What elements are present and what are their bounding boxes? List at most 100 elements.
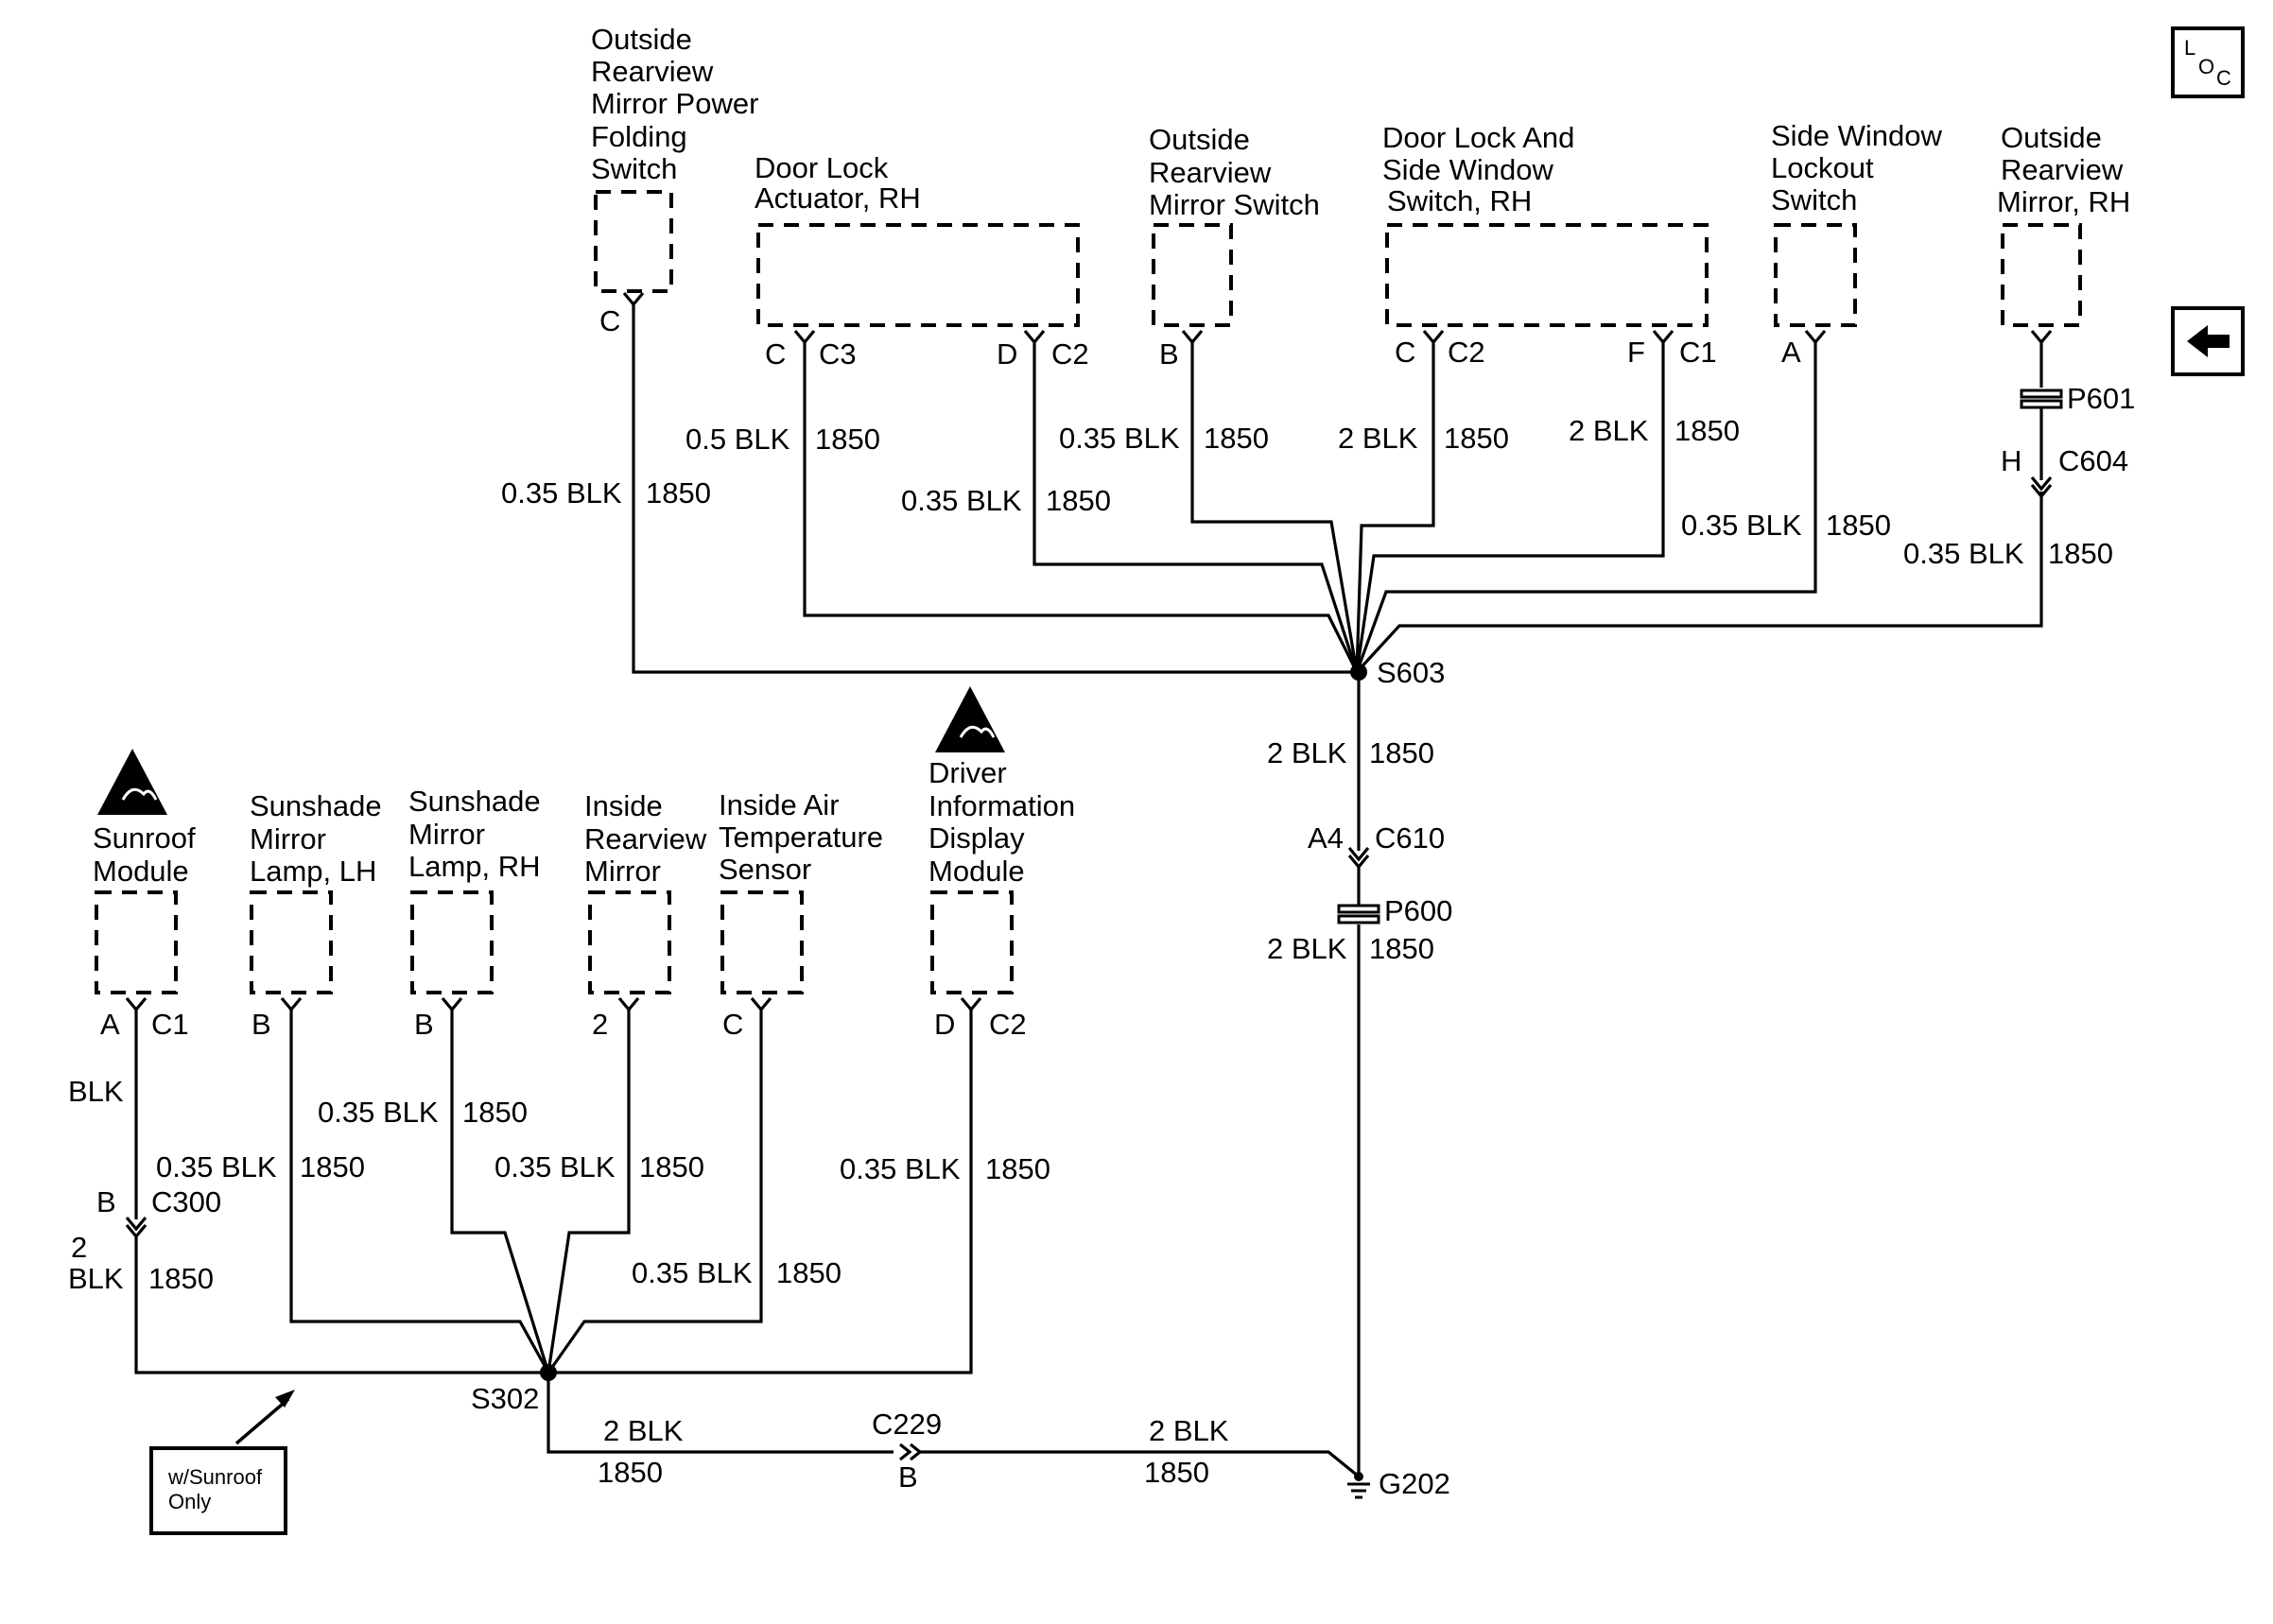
wire-label-dlsws-c-circuit: 1850 bbox=[1444, 422, 1509, 455]
component-sunroof: Sunroof Module A C1 bbox=[93, 821, 196, 1041]
top-wire-labels: 0.35 BLK 1850 0.5 BLK 1850 0.35 BLK 1850… bbox=[501, 414, 2113, 570]
loc-icon[interactable]: L O C bbox=[2171, 26, 2245, 98]
c300-label: C300 bbox=[151, 1185, 221, 1218]
c300-pin: B bbox=[96, 1185, 116, 1218]
orms-terminal bbox=[1181, 329, 1204, 345]
sunroof-only-note: w/Sunroof Only bbox=[149, 1390, 295, 1535]
wire-label-sunroof2-gauge-1: 2 bbox=[71, 1231, 87, 1264]
irm-pin: 2 bbox=[592, 1008, 608, 1041]
component-iats: Inside Air Temperature Sensor C bbox=[719, 788, 883, 1041]
orms-label-2: Rearview bbox=[1149, 156, 1272, 189]
smlh-terminal bbox=[280, 996, 303, 1012]
wire-label-iats-circuit: 1850 bbox=[776, 1256, 842, 1289]
s302-label: S302 bbox=[471, 1382, 539, 1415]
didm-label-4: Module bbox=[928, 855, 1025, 888]
wire-label-sunroof2-gauge-2: BLK bbox=[68, 1262, 124, 1295]
c300-terminal bbox=[125, 1216, 147, 1232]
wire-label-sunroof2-circuit: 1850 bbox=[148, 1262, 214, 1295]
component-dlsws: Door Lock And Side Window Switch, RH C C… bbox=[1382, 121, 1717, 369]
swls-box bbox=[1774, 223, 1857, 327]
bottom-wires bbox=[125, 1010, 1361, 1478]
wire-label-ground-l-circuit: 1850 bbox=[598, 1456, 663, 1489]
wire-iats bbox=[547, 1010, 763, 1373]
swls-pin: A bbox=[1781, 336, 1801, 369]
wire-label-s603-b-circuit: 1850 bbox=[1369, 932, 1434, 965]
wire-label-ormpfs-gauge: 0.35 BLK bbox=[501, 476, 622, 510]
wire-label-didm-circuit: 1850 bbox=[985, 1152, 1050, 1185]
dla-label-2: Actuator, RH bbox=[755, 181, 921, 215]
c610-pin: A4 bbox=[1308, 821, 1344, 855]
ormpfs-label-3: Mirror Power bbox=[591, 87, 758, 120]
g202-label: G202 bbox=[1379, 1467, 1450, 1500]
esd-warning-icon bbox=[935, 686, 1005, 752]
sunroof-label-1: Sunroof bbox=[93, 821, 196, 855]
wire-swls bbox=[1355, 342, 1817, 673]
component-irm: Inside Rearview Mirror 2 bbox=[584, 789, 707, 1041]
dla-conn-c3: C3 bbox=[819, 337, 857, 371]
wire-dla-d bbox=[1032, 342, 1359, 673]
wire-label-dla-d-circuit: 1850 bbox=[1046, 484, 1111, 517]
loc-icon-o: O bbox=[2198, 55, 2214, 78]
dlsws-label-1: Door Lock And bbox=[1382, 121, 1574, 154]
wire-smrh bbox=[450, 1010, 550, 1373]
smrh-box bbox=[410, 890, 494, 994]
dlsws-label-3: Switch, RH bbox=[1387, 184, 1532, 217]
iats-box bbox=[720, 890, 804, 994]
swls-terminal bbox=[1804, 329, 1827, 345]
wire-label-ormrh-gauge: 0.35 BLK bbox=[1903, 537, 2024, 570]
dla-box bbox=[756, 223, 1080, 327]
sunroof-pin: A bbox=[100, 1008, 120, 1041]
note-pointer-arrow bbox=[234, 1397, 290, 1445]
wire-label-smlh-gauge: 0.35 BLK bbox=[156, 1150, 277, 1183]
iats-label-1: Inside Air bbox=[719, 788, 840, 821]
ground-g202: G202 bbox=[1347, 1467, 1450, 1500]
smlh-pin: B bbox=[252, 1008, 271, 1041]
dla-label-1: Door Lock bbox=[755, 151, 889, 184]
irm-terminal bbox=[617, 996, 640, 1012]
irm-label-2: Rearview bbox=[584, 822, 707, 855]
s603-label: S603 bbox=[1377, 656, 1445, 689]
wire-label-didm-gauge: 0.35 BLK bbox=[840, 1152, 961, 1185]
wire-label-iats-gauge: 0.35 BLK bbox=[632, 1256, 753, 1289]
wire-label-sunroof-gauge: BLK bbox=[68, 1075, 124, 1108]
smlh-label-2: Mirror bbox=[250, 822, 326, 855]
dlsws-terminal-f bbox=[1652, 329, 1674, 345]
wire-label-orms-gauge: 0.35 BLK bbox=[1059, 422, 1180, 455]
c604-label: C604 bbox=[2058, 444, 2128, 477]
ormrh-label-3: Mirror, RH bbox=[1997, 185, 2130, 218]
wire-ground-r bbox=[920, 1450, 1361, 1478]
dlsws-conn-c1: C1 bbox=[1679, 336, 1717, 369]
ormrh-box bbox=[2001, 223, 2082, 327]
wire-label-dla-c-gauge: 0.5 BLK bbox=[685, 423, 790, 456]
smrh-pin: B bbox=[414, 1008, 434, 1041]
component-ormpfs: Outside Rearview Mirror Power Folding Sw… bbox=[591, 23, 758, 337]
swls-label-2: Lockout bbox=[1771, 151, 1874, 184]
c610-label: C610 bbox=[1375, 821, 1445, 855]
wire-label-swls-circuit: 1850 bbox=[1826, 509, 1891, 542]
smlh-label-3: Lamp, LH bbox=[250, 855, 376, 888]
wire-dlsws-f bbox=[1355, 342, 1665, 673]
esd-warning-icon bbox=[97, 749, 167, 815]
wire-label-ormpfs-circuit: 1850 bbox=[646, 476, 711, 510]
didm-terminal bbox=[960, 996, 982, 1012]
c229-pin: B bbox=[898, 1460, 918, 1494]
wire-label-s603-a-gauge: 2 BLK bbox=[1267, 736, 1347, 769]
component-orms: Outside Rearview Mirror Switch B bbox=[1149, 123, 1320, 371]
sunroof-terminal bbox=[125, 996, 147, 1012]
wire-ormpfs bbox=[632, 304, 1357, 674]
ormpfs-label-5: Switch bbox=[591, 152, 677, 185]
wire-orms bbox=[1190, 342, 1359, 673]
p600-connector bbox=[1337, 904, 1380, 914]
left-arrow-icon[interactable] bbox=[2171, 306, 2245, 376]
swls-label-1: Side Window bbox=[1771, 119, 1943, 152]
iats-terminal bbox=[750, 996, 772, 1012]
wire-label-dla-c-circuit: 1850 bbox=[815, 423, 880, 456]
irm-label-3: Mirror bbox=[584, 855, 661, 888]
dlsws-box bbox=[1385, 223, 1709, 327]
component-didm: Driver Information Display Module D C2 bbox=[928, 756, 1075, 1041]
wire-label-irm-circuit: 1850 bbox=[639, 1150, 704, 1183]
c229-label: C229 bbox=[872, 1408, 942, 1441]
wire-label-ground-r-circuit: 1850 bbox=[1144, 1456, 1209, 1489]
irm-label-1: Inside bbox=[584, 789, 663, 822]
